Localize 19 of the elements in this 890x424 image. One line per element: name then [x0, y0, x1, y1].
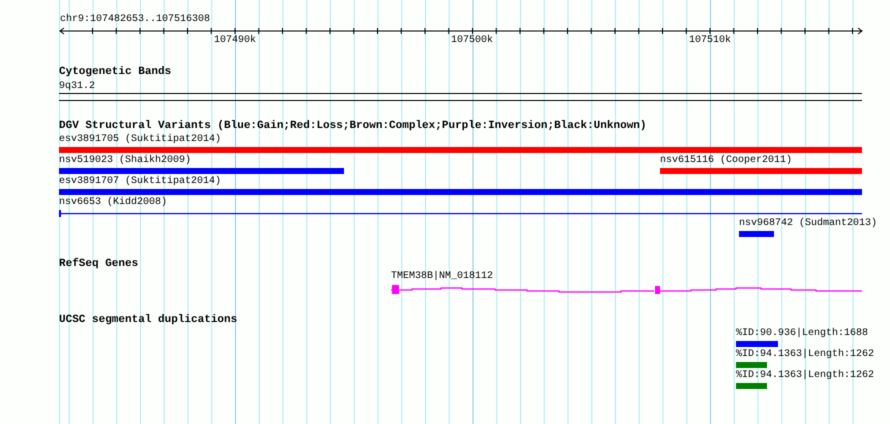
feature-label: nsv6653 (Kidd2008) [59, 197, 168, 208]
tick-label: 107500k [451, 35, 493, 46]
feature-label: nsv615116 (Cooper2011) [660, 155, 792, 166]
feature-label: %ID:94.1363|Length:1262 [736, 349, 874, 360]
track-heading: RefSeq Genes [59, 259, 138, 270]
feature-label: esv3891705 (Suktitipat2014) [59, 134, 222, 145]
track-heading: UCSC segmental duplications [59, 315, 238, 326]
feature-label: nsv968742 (Sudmant2013) [739, 218, 878, 229]
feature-label: esv3891707 (Suktitipat2014) [59, 176, 222, 187]
feature-label: 9q31.2 [59, 81, 96, 92]
feature-label: %ID:94.1363|Length:1262 [736, 370, 874, 381]
region-label: chr9:107482653..107516308 [60, 14, 210, 25]
track-heading: DGV Structural Variants (Blue:Gain;Red:Loss;Brown:Complex;Purple:Inversion;Black:Unknown) [59, 121, 646, 132]
track-heading: Cytogenetic Bands [59, 67, 172, 78]
feature-label: nsv519023 (Shaikh2009) [59, 155, 192, 166]
gene-label: TMEM38B|NM_018112 [391, 271, 494, 282]
tick-label: 107510k [689, 35, 731, 46]
feature-label: %ID:90.936|Length:1688 [736, 328, 868, 339]
tick-label: 107490k [214, 35, 256, 46]
